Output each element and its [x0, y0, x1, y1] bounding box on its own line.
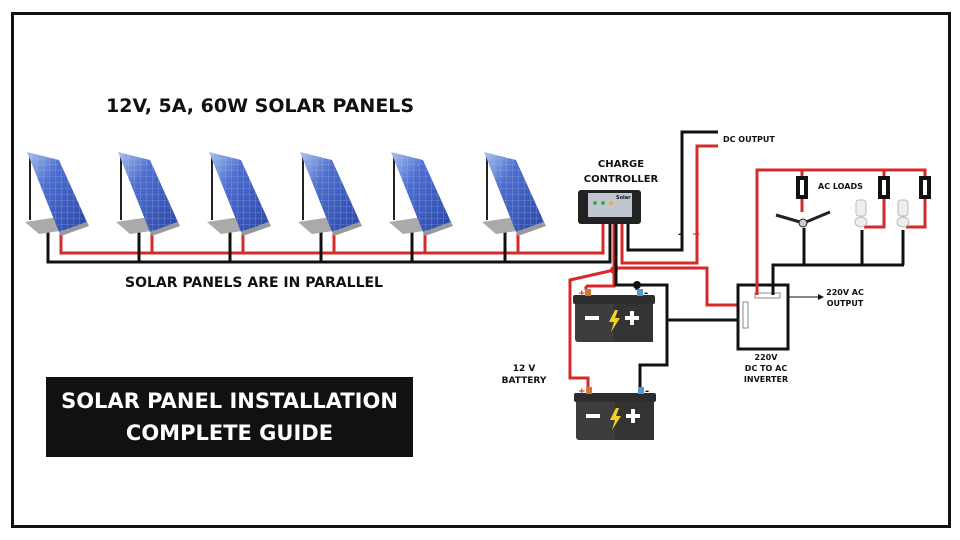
switch-icon — [796, 176, 808, 199]
dc-output-positive-wire — [620, 144, 718, 265]
switch-icon — [919, 176, 931, 199]
switch-icon — [878, 176, 890, 199]
guide-title-line2: COMPLETE GUIDE — [125, 421, 334, 445]
cfl-bulb-icon — [854, 199, 868, 228]
controller-label: CONTROLLER — [584, 174, 659, 185]
dc-minus-label: - — [678, 229, 682, 240]
battery-label: 12 V — [513, 364, 536, 374]
ac-loads-label: AC LOADS — [818, 182, 863, 191]
battery-negative-wire — [614, 224, 669, 388]
diagram-title: 12V, 5A, 60W SOLAR PANELS — [106, 95, 414, 117]
svg-text:+: + — [578, 387, 586, 397]
inverter-label: 220V — [755, 353, 779, 362]
diagram-frame — [11, 12, 951, 528]
solar-panel — [206, 151, 272, 237]
dc-output-label: DC OUTPUT — [723, 135, 775, 144]
svg-text:-: - — [645, 386, 649, 397]
controller-brand: Solar — [616, 195, 631, 201]
solar-panel — [115, 151, 181, 237]
solar-panels — [24, 151, 547, 237]
inverter-label: INVERTER — [744, 375, 788, 384]
parallel-label: SOLAR PANELS ARE IN PARALLEL — [125, 275, 383, 291]
inverter-label: DC TO AC — [745, 364, 788, 373]
solar-panel — [297, 151, 363, 237]
ac-output-label: 220V AC — [826, 288, 864, 297]
ac-neutral-wire — [771, 263, 904, 295]
battery-2 — [574, 387, 656, 440]
battery-label: BATTERY — [502, 376, 547, 386]
svg-text:+: + — [578, 289, 586, 299]
guide-title-line1: SOLAR PANEL INSTALLATION — [61, 389, 398, 413]
controller-label: CHARGE — [598, 159, 644, 170]
battery-positive-wire — [568, 224, 616, 388]
dc-plus-label: + — [692, 229, 700, 240]
charge-controller: Solar — [578, 190, 641, 224]
cfl-bulb-icon — [896, 199, 910, 228]
solar-panel — [24, 151, 90, 237]
solar-panel — [388, 151, 454, 237]
ac-live-wire — [755, 168, 927, 295]
ac-output-label: OUTPUT — [827, 299, 864, 308]
ceiling-fan-icon — [775, 210, 831, 228]
solar-panel — [481, 151, 547, 237]
guide-banner: SOLAR PANEL INSTALLATION COMPLETE GUIDE — [46, 377, 413, 457]
dc-output-negative-wire — [626, 130, 718, 252]
svg-text:-: - — [644, 288, 648, 299]
